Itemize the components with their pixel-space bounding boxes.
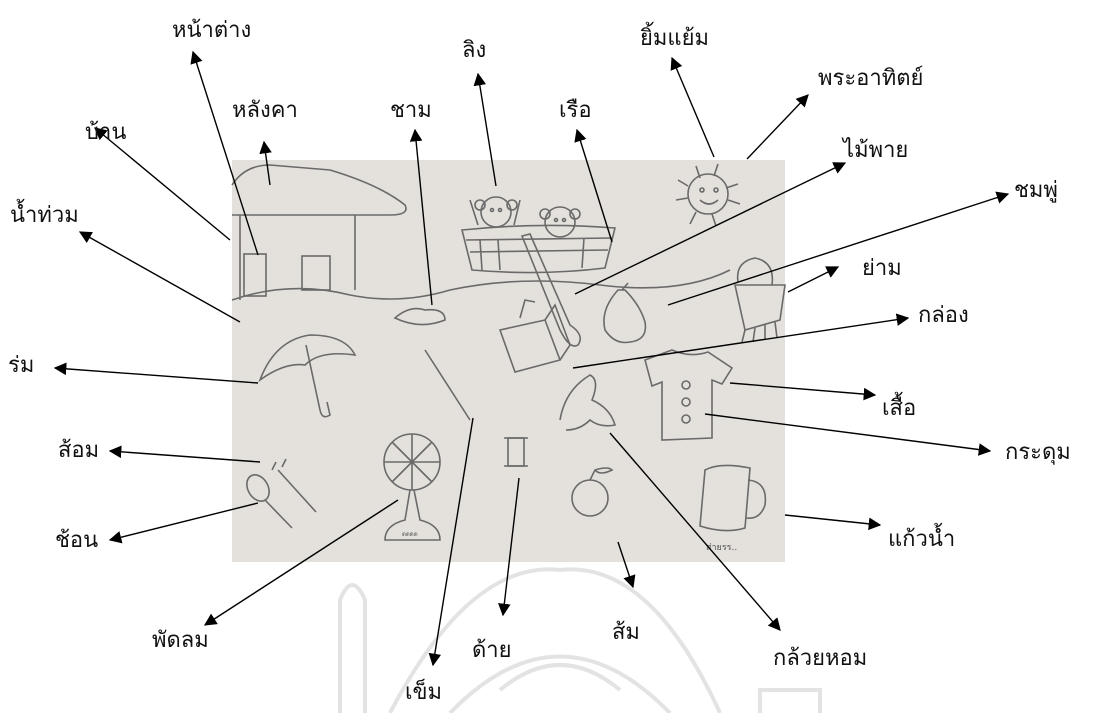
label-banana: กล้วยหอม	[773, 648, 867, 670]
label-monkey: ลิง	[462, 40, 486, 62]
label-bowl: ชาม	[390, 100, 432, 122]
label-sun: พระอาทิตย์	[818, 68, 923, 90]
label-house: บ้าน	[85, 122, 126, 144]
label-spoon: ช้อน	[55, 530, 98, 552]
label-smile: ยิ้มแย้ม	[640, 28, 709, 50]
label-orange: ส้ม	[612, 622, 640, 644]
arrow-cup	[785, 515, 880, 525]
label-fork: ส้อม	[58, 440, 99, 462]
label-shirt: เสื้อ	[882, 398, 916, 420]
arrow-puddle	[80, 232, 240, 322]
label-puddle: น้ำท่วม	[10, 205, 79, 227]
arrow-umbrella	[55, 368, 258, 383]
arrow-window	[193, 52, 258, 255]
label-button: กระดุม	[1005, 442, 1071, 464]
label-cup: แก้วน้ำ	[888, 529, 955, 551]
label-box: กล่อง	[918, 305, 969, 327]
label-needle: เข็ม	[405, 682, 442, 704]
fan-base-text: ดดดด	[402, 531, 418, 538]
arrow-sun	[747, 95, 808, 159]
label-paddle: ไม้พาย	[843, 140, 908, 162]
arrow-smile	[672, 58, 714, 157]
label-rose-apple: ชมพู่	[1014, 180, 1058, 202]
label-fan: พัดลม	[152, 630, 209, 652]
label-umbrella: ร่ม	[8, 355, 34, 377]
label-boat: เรือ	[559, 100, 592, 122]
arrow-basket	[788, 267, 838, 292]
signature: ส่ายรร..	[706, 543, 737, 553]
label-thread: ด้าย	[472, 640, 512, 662]
label-window: หน้าต่าง	[172, 20, 251, 42]
label-basket: ย่าม	[862, 258, 902, 280]
label-roof: หลังคา	[232, 100, 298, 122]
